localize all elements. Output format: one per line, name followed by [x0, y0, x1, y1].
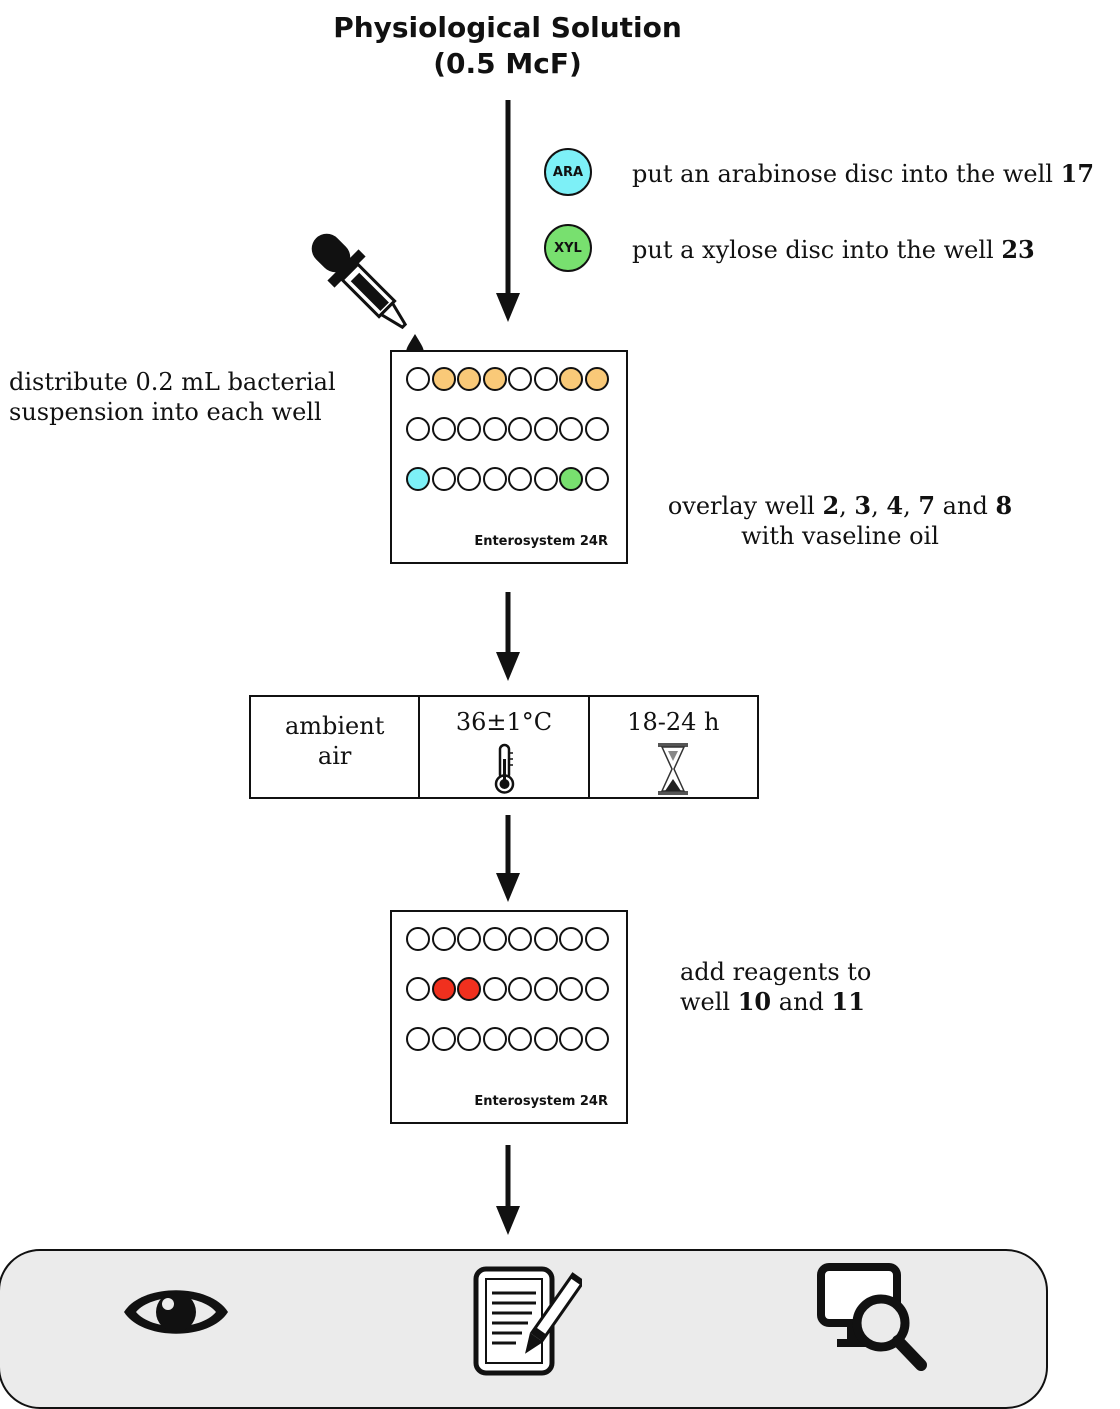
ara-note-text: put an arabinose disc into the well — [632, 160, 1061, 188]
plate-1: Enterosystem 24R — [390, 350, 628, 564]
condition-time-value: 18-24 h — [627, 708, 720, 736]
well-11 — [457, 417, 481, 441]
arrow-4-head — [496, 1206, 520, 1235]
well-12 — [482, 977, 507, 1001]
well-19 — [457, 1027, 481, 1051]
well-16 — [584, 977, 609, 1001]
well-23 — [559, 467, 583, 491]
well-14 — [533, 977, 558, 1001]
well-15 — [559, 977, 583, 1001]
well-20 — [482, 467, 507, 491]
well-19 — [457, 467, 481, 491]
hourglass-icon — [658, 743, 689, 795]
xyl-disc-label: XYL — [554, 240, 582, 256]
plate-1-label: Enterosystem 24R — [474, 534, 608, 549]
well-10 — [431, 417, 456, 441]
well-4 — [482, 367, 507, 391]
plate-2: Enterosystem 24R — [390, 910, 628, 1124]
monitor-search-icon — [817, 1263, 927, 1371]
well-8 — [584, 927, 609, 951]
eye-icon — [124, 1290, 228, 1334]
well-8 — [584, 367, 609, 391]
plate-1-row-1 — [406, 367, 610, 391]
well-7 — [559, 367, 583, 391]
well-2 — [431, 927, 456, 951]
well-13 — [508, 977, 532, 1001]
well-17 — [406, 467, 430, 491]
overlay-note: overlay well 2, 3, 4, 7 and 8 with vasel… — [630, 491, 1050, 551]
incubation-conditions: ambient air 36±1°C 18-24 h — [249, 695, 759, 799]
well-1 — [406, 927, 430, 951]
well-14 — [533, 417, 558, 441]
xyl-disc: XYL — [544, 224, 592, 272]
reagent-note-line2: well 10 and 11 — [680, 987, 865, 1016]
plate-1-row-2 — [406, 417, 610, 441]
ara-note-well: 17 — [1060, 159, 1095, 188]
plate-2-label: Enterosystem 24R — [474, 1094, 608, 1109]
well-22 — [533, 1027, 558, 1051]
xyl-note-well: 23 — [1001, 235, 1035, 264]
distribute-note-line1: distribute 0.2 mL bacterial — [9, 368, 336, 396]
condition-time: 18-24 h — [587, 697, 757, 797]
readout-panel — [0, 1249, 1048, 1409]
well-13 — [508, 417, 532, 441]
condition-atmosphere: ambient air — [251, 697, 418, 797]
thermometer-icon — [494, 743, 515, 794]
ara-disc-label: ARA — [552, 164, 584, 180]
well-22 — [533, 467, 558, 491]
well-6 — [533, 367, 558, 391]
well-11 — [457, 977, 481, 1001]
well-10 — [431, 977, 456, 1001]
well-7 — [559, 927, 583, 951]
well-24 — [584, 1027, 609, 1051]
condition-atmosphere-line1: ambient — [284, 712, 385, 740]
well-16 — [584, 417, 609, 441]
dropper-icon — [311, 233, 424, 361]
xyl-note-text: put a xylose disc into the well — [632, 236, 1002, 264]
well-9 — [406, 977, 430, 1001]
flow-arrows — [496, 100, 520, 1235]
ara-note: put an arabinose disc into the well 17 — [632, 159, 1094, 189]
well-15 — [559, 417, 583, 441]
well-2 — [431, 367, 456, 391]
ara-disc: ARA — [544, 148, 592, 196]
well-1 — [406, 367, 430, 391]
well-5 — [508, 367, 532, 391]
arrow-3-head — [496, 873, 520, 902]
title-line1: Physiological Solution — [333, 11, 682, 44]
arrow-1-head — [496, 293, 520, 322]
xyl-note: put a xylose disc into the well 23 — [632, 235, 1035, 265]
overlay-note-line1: overlay well 2, 3, 4, 7 and 8 — [667, 491, 1013, 520]
well-4 — [482, 927, 507, 951]
well-18 — [431, 1027, 456, 1051]
reagent-note-line1: add reagents to — [680, 958, 872, 986]
plate-2-row-2 — [406, 977, 610, 1001]
well-23 — [559, 1027, 583, 1051]
condition-temperature-value: 36±1°C — [455, 708, 553, 736]
plate-1-row-3 — [406, 467, 610, 491]
well-12 — [482, 417, 507, 441]
reagent-note: add reagents to well 10 and 11 — [680, 957, 871, 1017]
well-5 — [508, 927, 532, 951]
well-21 — [508, 467, 532, 491]
well-9 — [406, 417, 430, 441]
condition-temperature: 36±1°C — [418, 697, 587, 797]
distribute-note: distribute 0.2 mL bacterial suspension i… — [9, 367, 336, 427]
well-18 — [431, 467, 456, 491]
well-3 — [457, 927, 481, 951]
notepad-pencil-icon — [473, 1266, 582, 1376]
well-21 — [508, 1027, 532, 1051]
condition-atmosphere-line2: air — [317, 742, 352, 770]
well-20 — [482, 1027, 507, 1051]
title-line2: (0.5 McF) — [433, 47, 582, 80]
well-6 — [533, 927, 558, 951]
plate-2-row-1 — [406, 927, 610, 951]
arrow-2-head — [496, 652, 520, 681]
distribute-note-line2: suspension into each well — [9, 398, 322, 426]
plate-2-row-3 — [406, 1027, 610, 1051]
well-24 — [584, 467, 609, 491]
overlay-note-line2: with vaseline oil — [741, 522, 939, 550]
well-3 — [457, 367, 481, 391]
well-17 — [406, 1027, 430, 1051]
